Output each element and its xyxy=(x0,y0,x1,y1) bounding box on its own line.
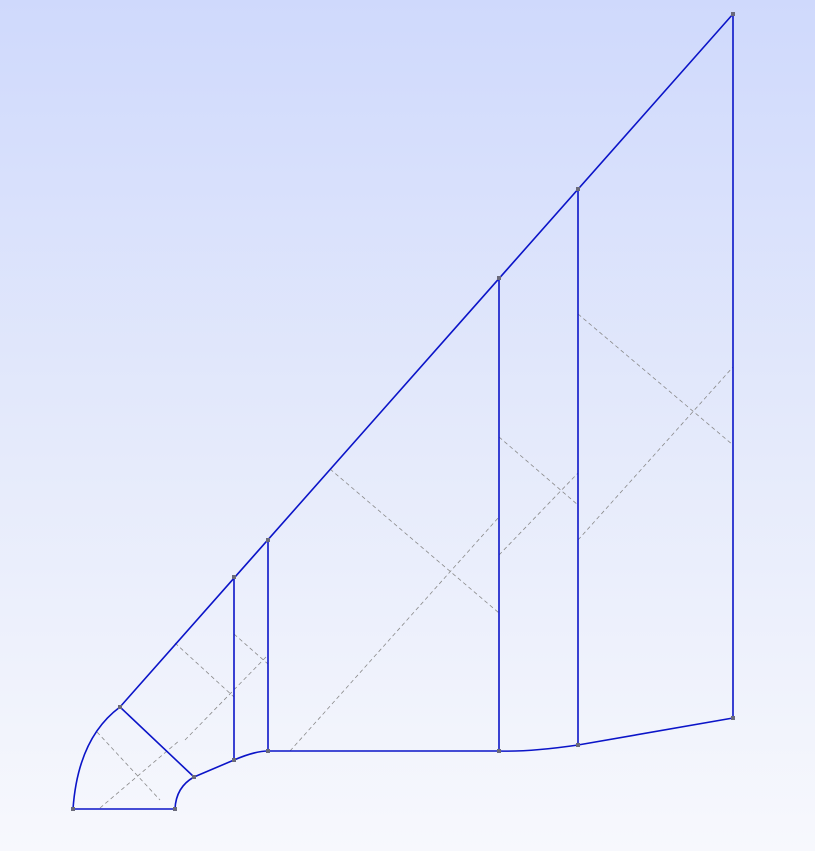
edge-leading-diagonal[interactable] xyxy=(119,13,734,708)
edge-bottom-3[interactable] xyxy=(233,750,269,761)
vertex-14[interactable] xyxy=(731,12,735,16)
construction-lines xyxy=(96,313,734,809)
edge-bottom-6[interactable] xyxy=(577,717,734,746)
vertex-4[interactable] xyxy=(192,775,196,779)
guide-7 xyxy=(289,516,500,752)
edge-inner-arc[interactable] xyxy=(174,776,195,810)
guide-2 xyxy=(99,739,181,809)
model-edges xyxy=(72,13,734,810)
guide-4 xyxy=(184,656,267,741)
guide-6 xyxy=(329,468,500,614)
vertex-1[interactable] xyxy=(71,807,75,811)
vertex-10[interactable] xyxy=(232,575,236,579)
vertex-2[interactable] xyxy=(173,807,177,811)
edge-section-1[interactable] xyxy=(119,706,195,778)
vertex-5[interactable] xyxy=(232,758,236,762)
guide-10 xyxy=(577,313,734,446)
vertex-9[interactable] xyxy=(731,716,735,720)
vertex-6[interactable] xyxy=(266,749,270,753)
vertex-13[interactable] xyxy=(576,187,580,191)
guide-5 xyxy=(233,633,269,665)
guide-11 xyxy=(577,366,734,541)
edge-outer-arc[interactable] xyxy=(72,706,121,810)
guide-3 xyxy=(174,642,235,698)
vertex-7[interactable] xyxy=(497,749,501,753)
guide-1 xyxy=(96,731,161,801)
vertex-8[interactable] xyxy=(576,743,580,747)
vertex-3[interactable] xyxy=(118,705,122,709)
guide-8 xyxy=(498,436,579,506)
guide-9 xyxy=(498,472,579,556)
edge-bottom-5[interactable] xyxy=(498,744,579,752)
edge-bottom-2[interactable] xyxy=(193,759,235,778)
model-vertices xyxy=(71,12,735,811)
vertex-12[interactable] xyxy=(497,276,501,280)
vertex-11[interactable] xyxy=(266,538,270,542)
